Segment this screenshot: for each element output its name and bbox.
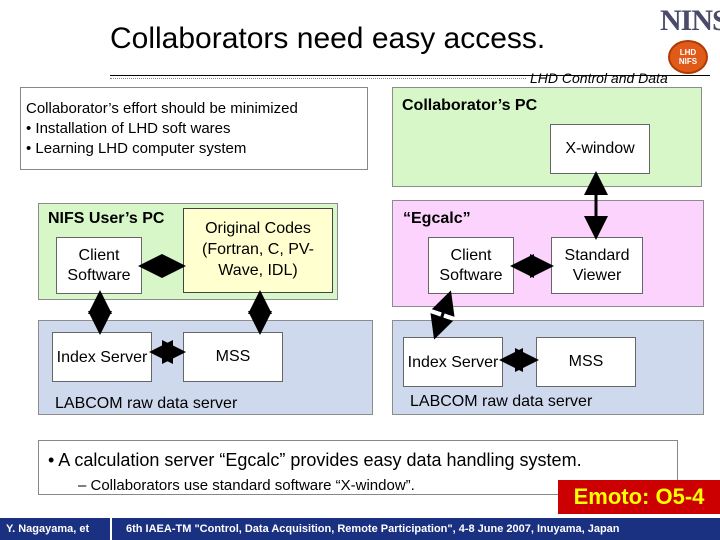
slide-subtitle: LHD Control and Data — [530, 70, 668, 86]
mss-left-box: MSS — [183, 332, 283, 382]
bullet-main: • A calculation server “Egcalc” provides… — [48, 450, 582, 470]
footer-conference: 6th IAEA-TM "Control, Data Acquisition, … — [110, 518, 720, 540]
lhd-seal-text: LHD NIFS — [678, 48, 698, 66]
effort-text: Collaborator’s effort should be minimize… — [26, 99, 298, 159]
title-dotted-rule — [110, 78, 526, 79]
effort-line-3: • Learning LHD computer system — [26, 140, 247, 157]
bullet-sub: – Collaborators use standard software “X… — [78, 477, 415, 494]
x-window-box: X-window — [550, 124, 650, 174]
labcom-left-title: LABCOM raw data server — [55, 395, 238, 412]
original-codes-box: Original Codes (Fortran, C, PV-Wave, IDL… — [183, 208, 333, 293]
slide-title: Collaborators need easy access. — [110, 22, 546, 55]
nifs-client-software-box: Client Software — [56, 237, 142, 294]
nifs-user-pc-title: NIFS User’s PC — [48, 210, 165, 227]
title-rule — [110, 75, 710, 76]
arrow-client-index-right — [430, 290, 455, 340]
mss-right-box: MSS — [536, 337, 636, 387]
collaborator-pc-title: Collaborator’s PC — [402, 97, 538, 114]
egcalc-client-software-box: Client Software — [428, 237, 514, 294]
effort-line-1: Collaborator’s effort should be minimize… — [26, 100, 298, 117]
labcom-right-title: LABCOM raw data server — [410, 393, 593, 410]
emoto-badge: Emoto: O5-4 — [558, 480, 720, 514]
collaborator-pc-panel — [392, 87, 702, 187]
egcalc-title: “Egcalc” — [403, 210, 471, 227]
effort-line-2: • Installation of LHD soft wares — [26, 120, 231, 137]
nins-logo: NINS — [660, 4, 720, 37]
footer-author: Y. Nagayama, et — [0, 518, 110, 540]
index-server-left-box: Index Server — [52, 332, 152, 382]
lhd-seal-icon — [668, 40, 708, 74]
effort-box — [20, 87, 368, 170]
